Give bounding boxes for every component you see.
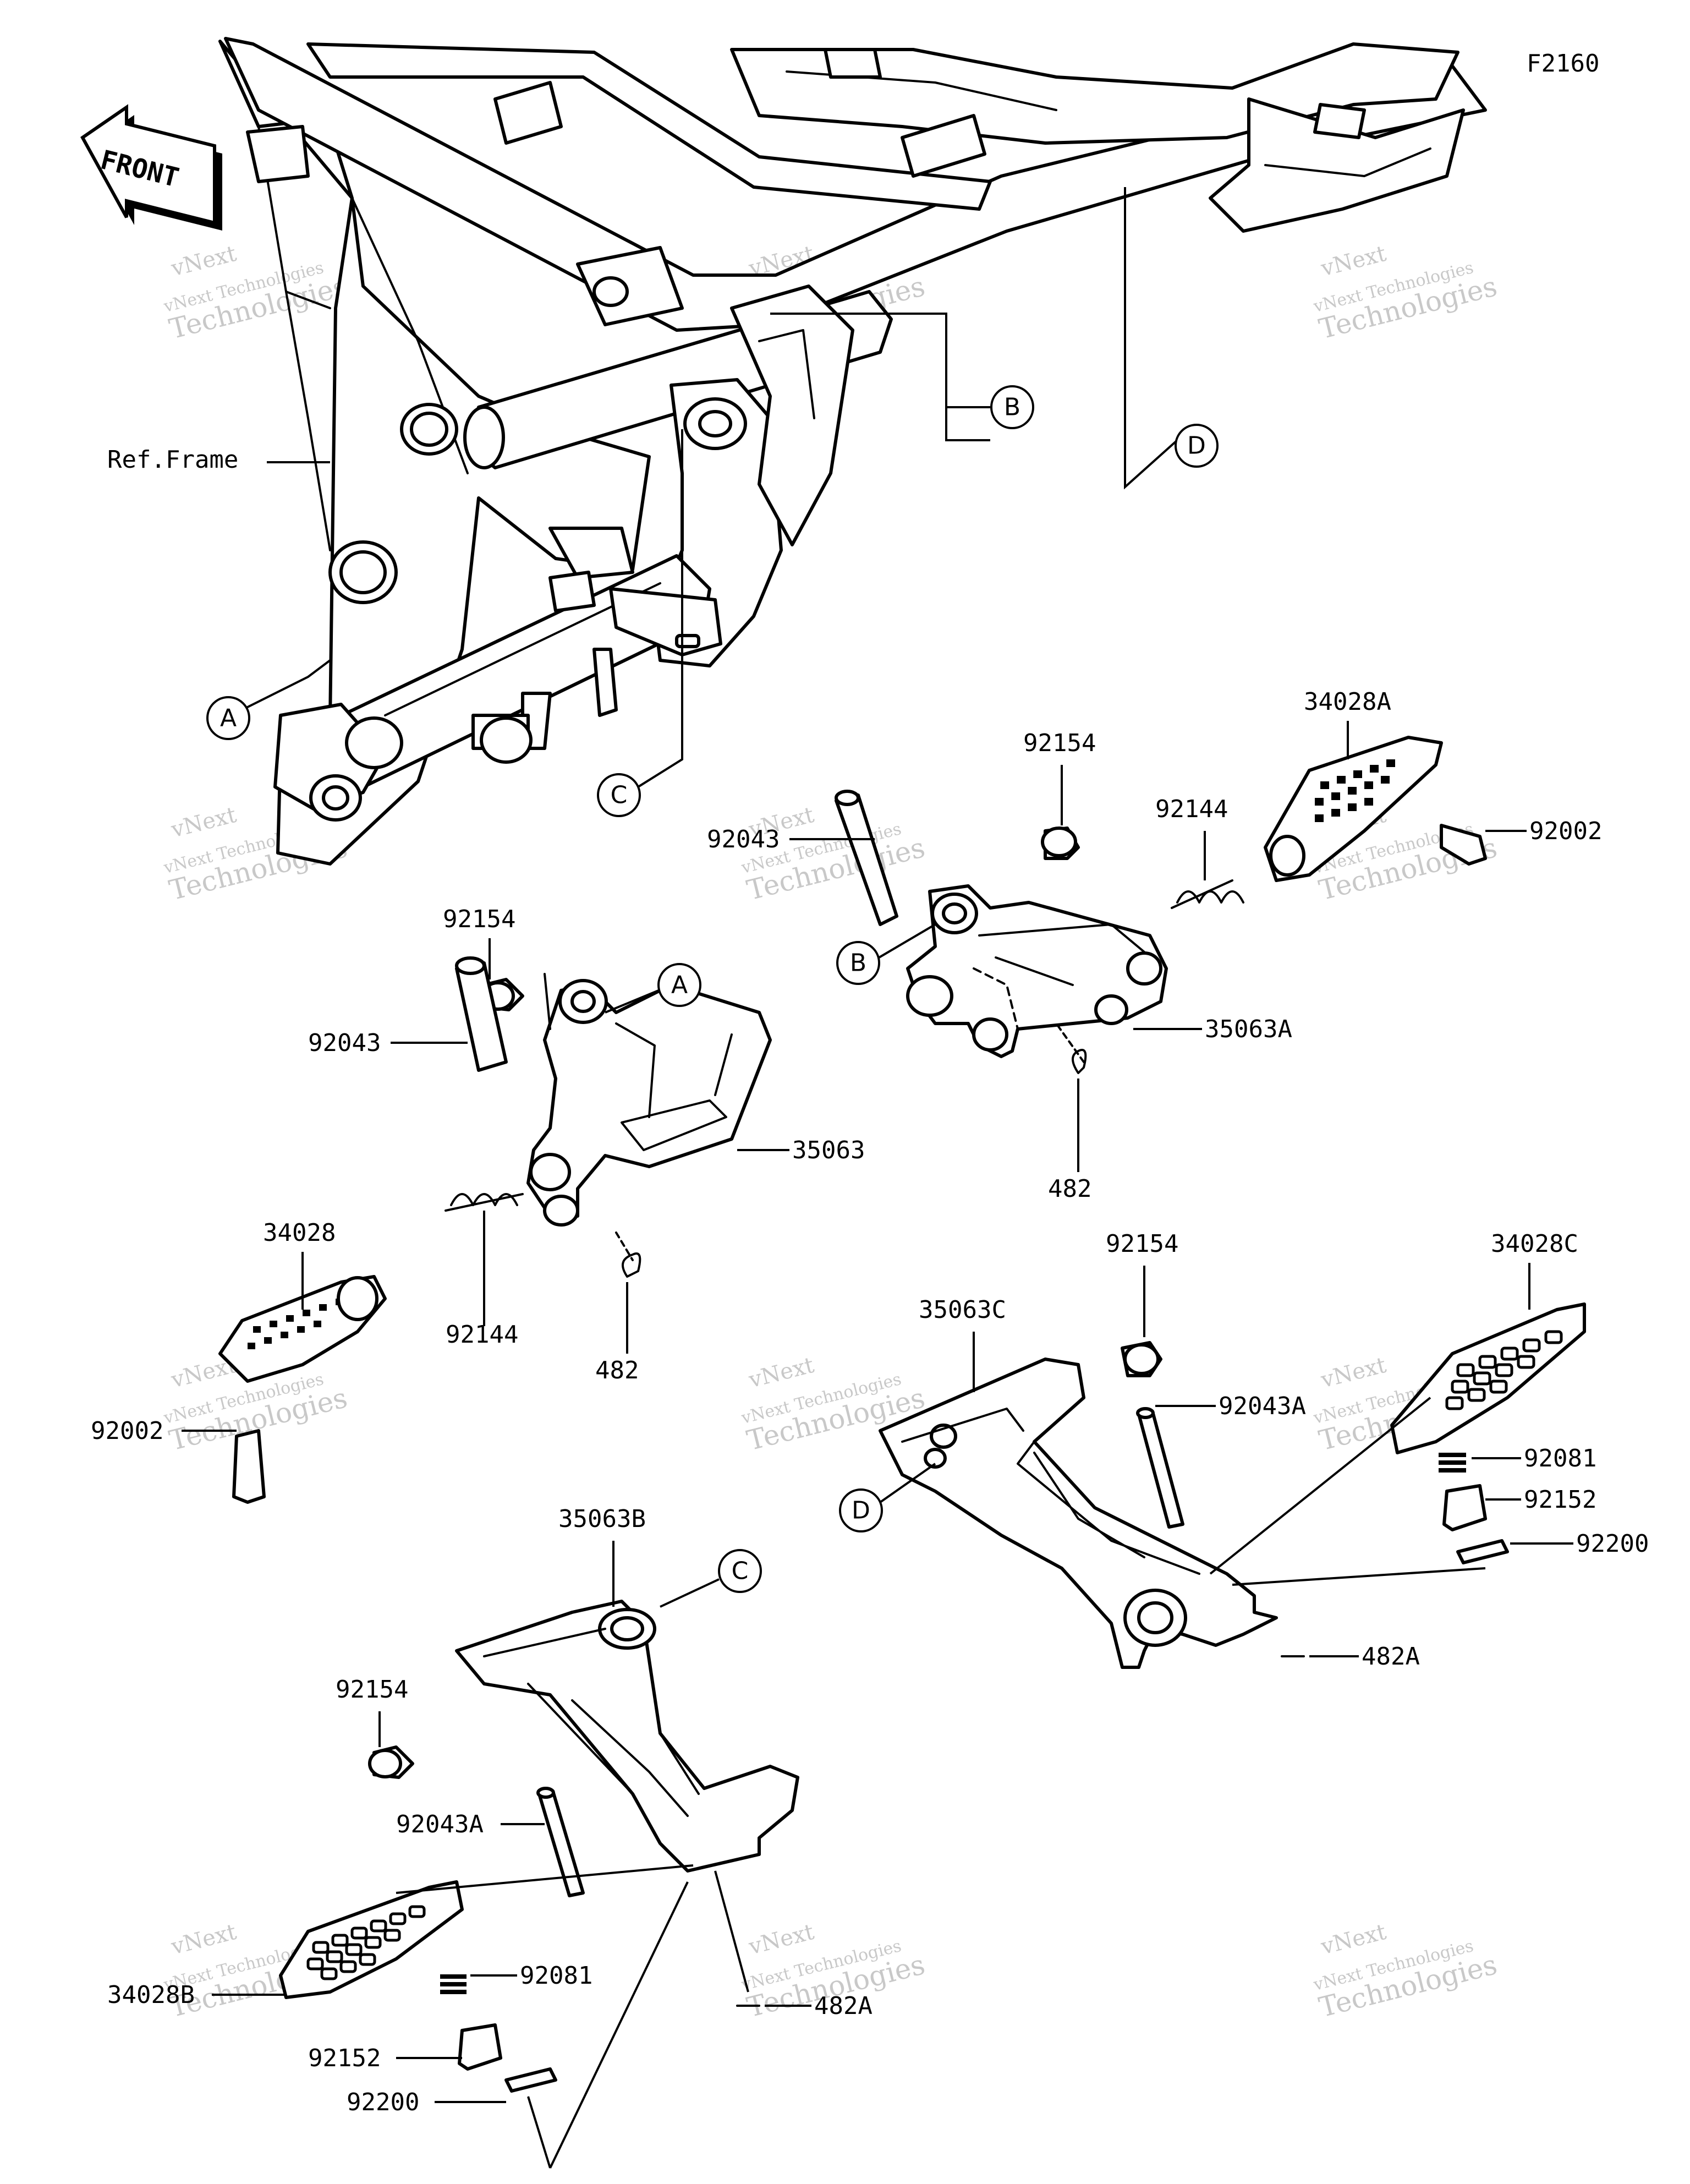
- part-label-482: 482: [1048, 1175, 1091, 1203]
- part-label-92144: 92144: [1155, 795, 1228, 823]
- part-label-92081: 92081: [1524, 1444, 1596, 1473]
- part-label-92200: 92200: [347, 2088, 419, 2116]
- leader-line: [527, 2096, 551, 2169]
- part-label-92002: 92002: [91, 1417, 163, 1445]
- left-front-footpeg-assembly: [218, 956, 772, 1504]
- part-label-92154: 92154: [1106, 1230, 1178, 1258]
- leader-line: [879, 1463, 936, 1503]
- part-label-92154: 92154: [336, 1676, 408, 1704]
- leader-line: [714, 1870, 749, 1993]
- watermark-text: vNext: [168, 802, 239, 843]
- part-label-92152: 92152: [1524, 1486, 1596, 1514]
- part-label-34028A: 34028A: [1304, 688, 1391, 716]
- svg-text:B: B: [1004, 393, 1020, 422]
- leader-line: [637, 429, 683, 788]
- callout-B-frame: B: [990, 385, 1034, 429]
- right-rear-footpeg-assembly: [879, 1302, 1586, 1669]
- part-label-35063C: 35063C: [919, 1296, 1006, 1324]
- part-label-92002: 92002: [1529, 817, 1602, 845]
- svg-text:C: C: [732, 1557, 749, 1585]
- watermark-text: vNext: [746, 1919, 816, 1960]
- leader-line: [236, 659, 331, 714]
- part-label-92043: 92043: [707, 825, 780, 853]
- callout-D-bracket: D: [839, 1488, 883, 1532]
- leader-line: [544, 973, 551, 1030]
- callout-D-frame: D: [1175, 424, 1219, 468]
- part-label-35063A: 35063A: [1205, 1015, 1292, 1043]
- svg-text:D: D: [1187, 432, 1206, 460]
- part-label-482A: 482A: [1362, 1643, 1420, 1671]
- spring-92081: [440, 1974, 467, 1994]
- watermark-text: vNext: [1318, 1353, 1389, 1393]
- leader-line: [1232, 1567, 1486, 1586]
- part-label-92043: 92043: [308, 1029, 381, 1057]
- left-rear-footpeg-assembly: [279, 1600, 799, 2169]
- part-label-34028: 34028: [263, 1219, 336, 1247]
- part-label-92043A: 92043A: [396, 1810, 484, 1838]
- svg-text:C: C: [611, 781, 628, 809]
- callout-A-bracket: A: [657, 963, 701, 1007]
- part-label-92043A: 92043A: [1219, 1392, 1306, 1420]
- svg-text:D: D: [852, 1497, 870, 1525]
- callout-B-bracket: B: [836, 941, 880, 985]
- part-label-92144: 92144: [446, 1321, 518, 1349]
- leader-line: [1124, 187, 1178, 490]
- ref-frame-label: Ref.Frame: [107, 446, 238, 474]
- part-label-34028B: 34028B: [107, 1981, 195, 2009]
- leader-line: [878, 923, 936, 959]
- part-label-482: 482: [595, 1356, 639, 1384]
- leader-line: [770, 313, 990, 441]
- right-front-footpeg-assembly: [835, 736, 1487, 1074]
- watermark-text: vNext: [168, 1919, 239, 1960]
- callout-C-bracket: C: [718, 1549, 762, 1593]
- figure-code: F2160: [1527, 50, 1599, 78]
- main-frame: [218, 37, 1487, 866]
- watermark-text: vNext: [746, 1353, 816, 1393]
- svg-text:B: B: [850, 949, 866, 977]
- leader-line: [396, 1864, 694, 1894]
- part-label-34028C: 34028C: [1491, 1230, 1578, 1258]
- watermark-text: vNext: [168, 241, 239, 282]
- spring-92081: [1439, 1453, 1466, 1473]
- svg-text:A: A: [671, 971, 688, 999]
- watermark-text: vNext: [1318, 1919, 1389, 1960]
- part-label-482A: 482A: [814, 1992, 873, 2020]
- leader-line: [605, 989, 659, 1014]
- callout-C-frame: C: [597, 773, 641, 817]
- part-label-92152: 92152: [308, 2044, 381, 2072]
- part-label-35063: 35063: [792, 1136, 865, 1164]
- svg-text:A: A: [220, 704, 237, 732]
- leader-line: [549, 1881, 689, 2169]
- part-label-92154: 92154: [443, 905, 515, 933]
- watermark-text: vNext: [1318, 241, 1389, 282]
- part-label-92200: 92200: [1576, 1530, 1649, 1558]
- part-label-92154: 92154: [1023, 729, 1096, 757]
- part-label-35063B: 35063B: [558, 1505, 646, 1533]
- part-label-92081: 92081: [520, 1962, 592, 1990]
- front-direction-arrow: FRONT: [80, 104, 222, 231]
- leader-line: [660, 1578, 720, 1608]
- leader-line: [1209, 1397, 1431, 1575]
- callout-A-frame: A: [206, 696, 250, 740]
